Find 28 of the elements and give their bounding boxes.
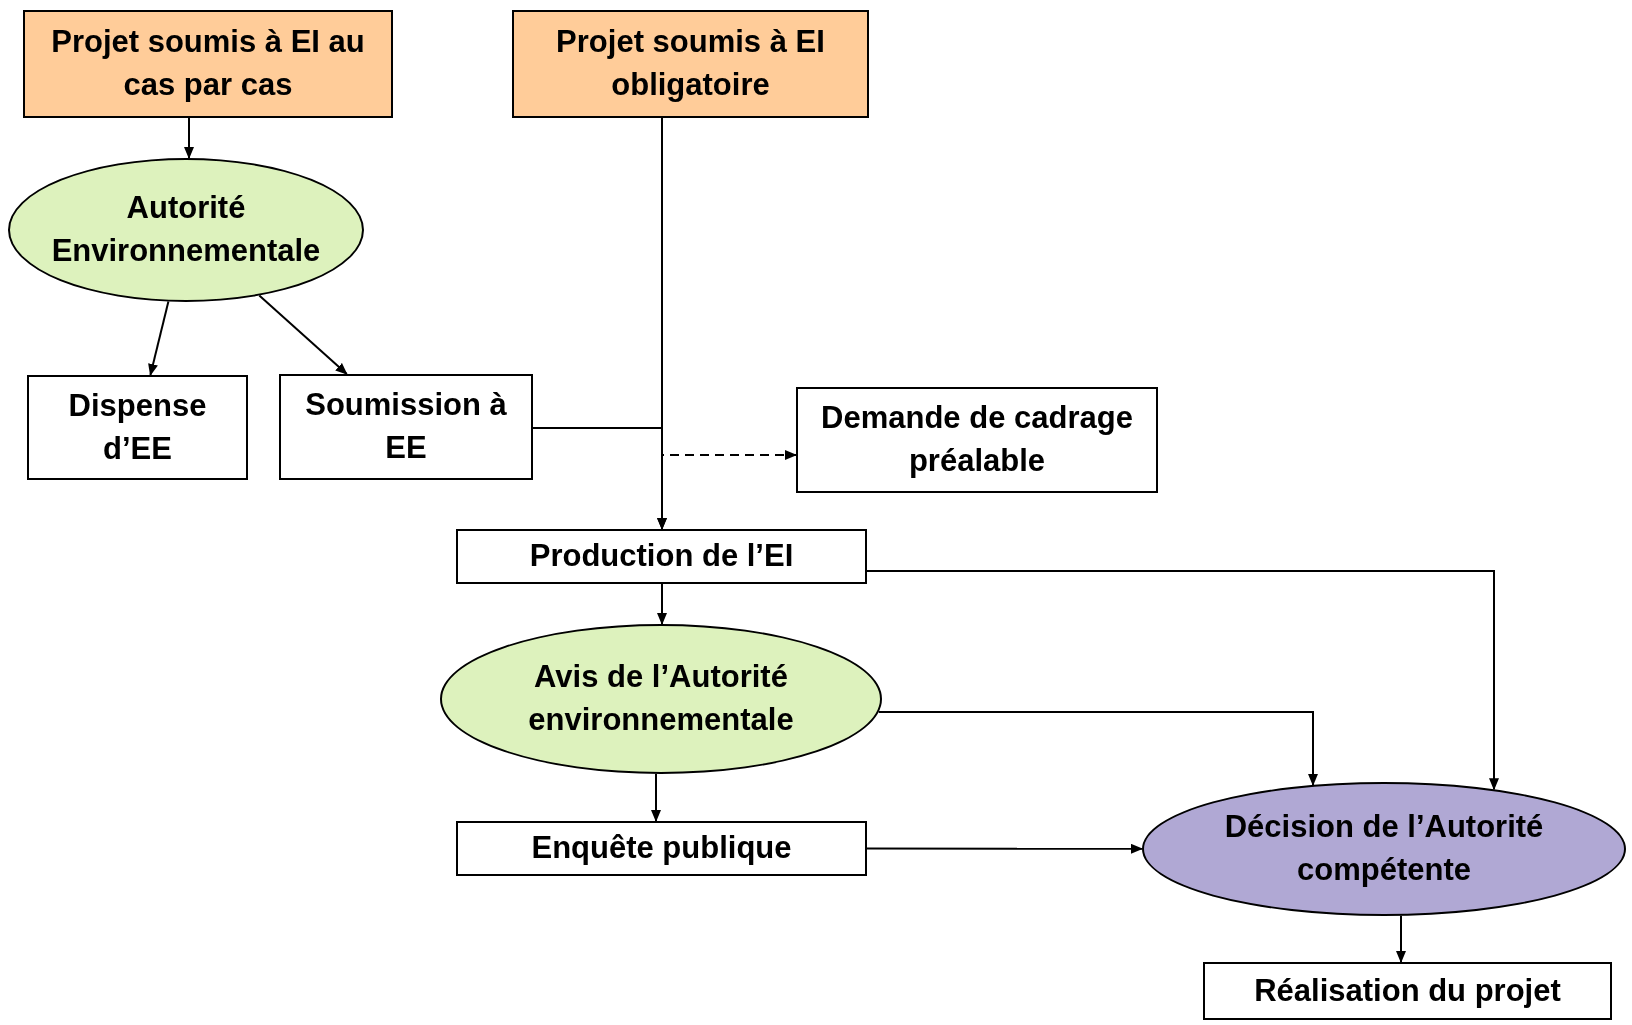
node-label: Autorité Environnementale (50, 189, 322, 270)
process-box (456, 529, 867, 584)
arrow (866, 843, 1143, 854)
node-label: Projet soumis à EI obligatoire (555, 23, 826, 104)
node-label: Projet soumis à EI au cas par cas (50, 23, 366, 104)
node-label: Dispense d’EE (67, 386, 208, 468)
node-label: Production de l’EI (529, 537, 794, 576)
arrow (657, 583, 667, 625)
node-label: Enquête publique (531, 829, 792, 868)
arrow (866, 570, 1499, 791)
arrow (148, 300, 170, 376)
process-box (1203, 962, 1612, 1020)
node-label: Demande de cadrage préalable (820, 399, 1134, 480)
process-box (512, 10, 869, 118)
arrow (651, 773, 661, 822)
process-box (27, 375, 248, 480)
arrow (258, 294, 348, 375)
arrow (532, 427, 667, 530)
process-box (23, 10, 393, 118)
node-label: Soumission à EE (304, 386, 508, 467)
node-label: Réalisation du projet (1254, 971, 1561, 1010)
node-label: Avis de l’Autorité environnementale (527, 658, 795, 739)
arrow (1396, 914, 1406, 963)
node-label: Décision de l’Autorité compétente (1223, 808, 1545, 889)
process-box (796, 387, 1158, 493)
arrow (184, 117, 194, 159)
process-box (279, 374, 533, 480)
process-box (456, 821, 867, 876)
